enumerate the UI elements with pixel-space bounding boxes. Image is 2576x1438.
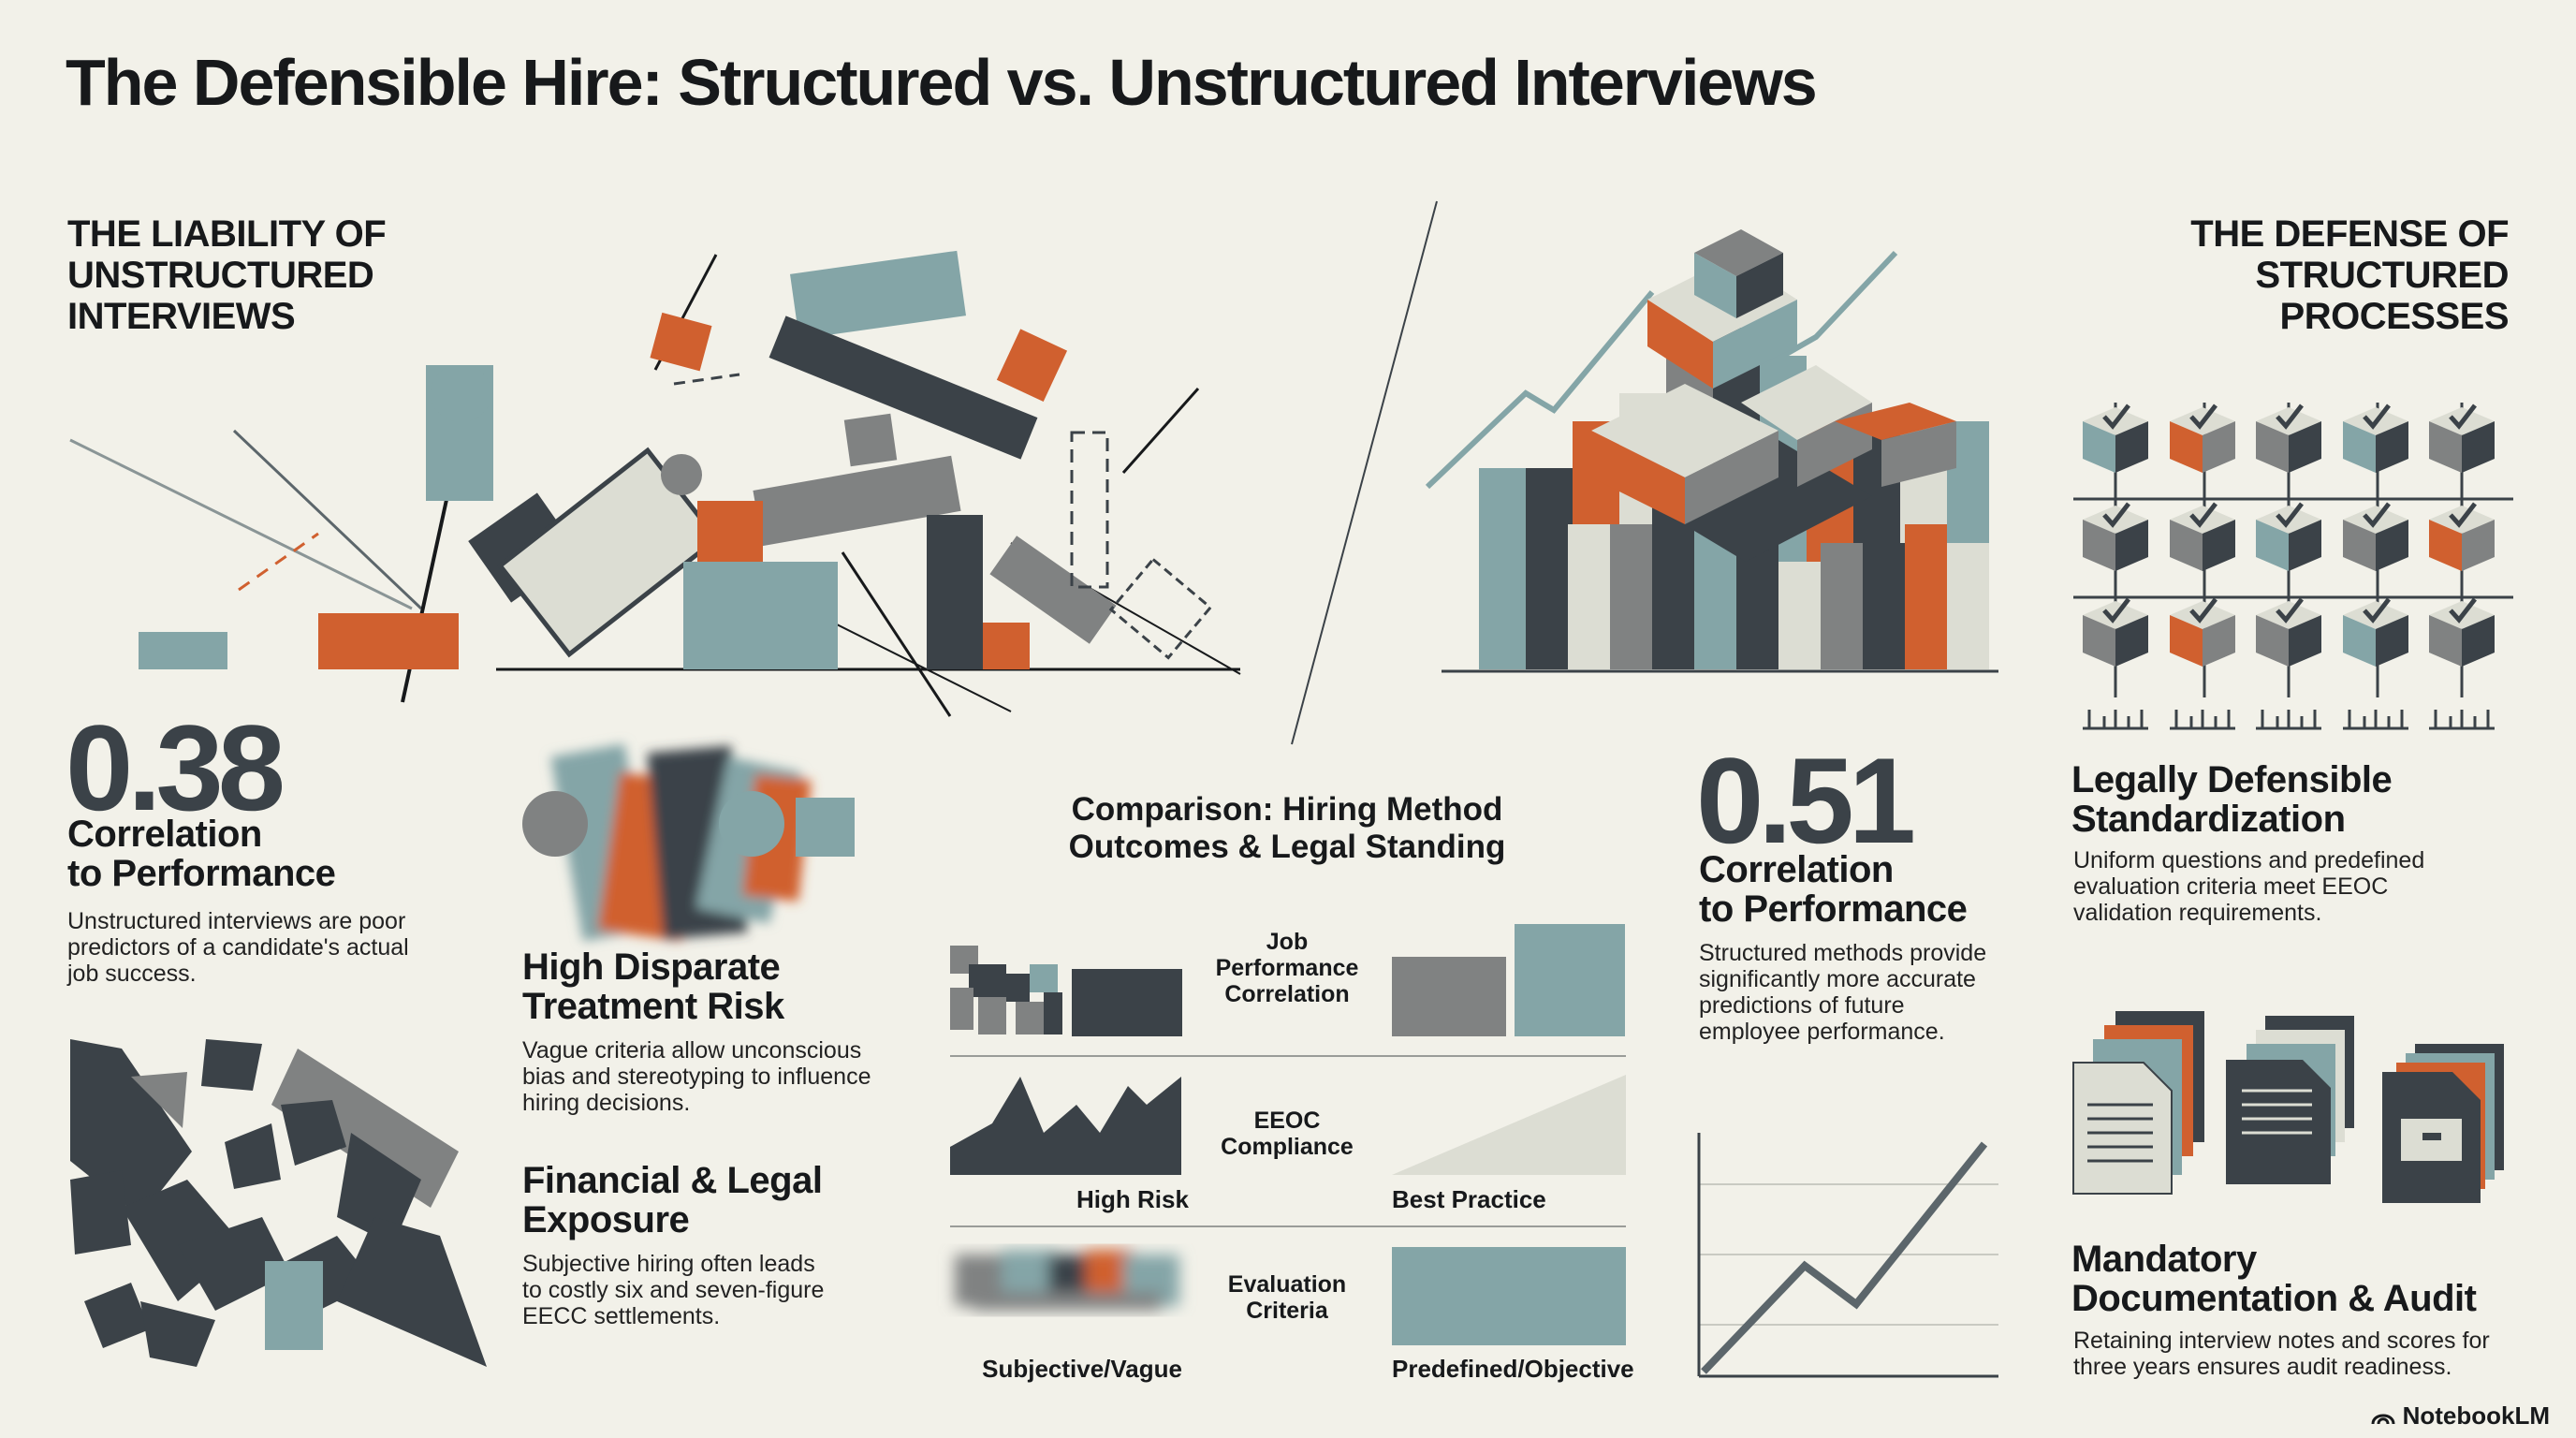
page-title: The Defensible Hire: Structured vs. Unst… [66, 46, 1818, 119]
checked-box-icon [2256, 502, 2321, 571]
checked-box-icon [2429, 597, 2495, 667]
checked-box-icon [2343, 404, 2408, 473]
tally-marks [2170, 710, 2235, 730]
row3-left-caption: Subjective/Vague [982, 1355, 1182, 1383]
risk-financial-exposure-description: Subjective hiring often leads to costly … [522, 1251, 825, 1329]
tally-marks [2429, 710, 2495, 730]
right-stat-description: Structured methods provide significantly… [1699, 940, 1987, 1045]
notebooklm-branding: NotebookLM [2371, 1401, 2550, 1431]
left-stat-description: Unstructured interviews are poor predict… [67, 908, 409, 987]
documentation-audit-description: Retaining interview notes and scores for… [2073, 1328, 2490, 1380]
checked-box-icon [2256, 597, 2321, 667]
right-stat-value: 0.51 [1696, 732, 1916, 869]
notebooklm-logo-text: NotebookLM [2402, 1401, 2550, 1430]
row1-left-bar [1072, 969, 1182, 1036]
checked-box-icon [2170, 404, 2235, 473]
row2-left-risk-shape [950, 1077, 1181, 1175]
row2-right-practice-shape [1392, 1075, 1626, 1175]
risk-disparate-treatment-title: High Disparate Treatment Risk [522, 946, 784, 1027]
row3-right-objective-bar [1392, 1247, 1626, 1345]
notebooklm-logo-icon [2371, 1414, 2395, 1424]
row2-right-caption: Best Practice [1392, 1185, 1546, 1213]
row3-label: Evaluation Criteria [1227, 1271, 1347, 1324]
checked-box-icon [2343, 597, 2408, 667]
checked-box-icon [2256, 404, 2321, 473]
checked-box-icon [2083, 502, 2148, 571]
row3-left-blur-shape [955, 1250, 1179, 1311]
risk-financial-exposure-title: Financial & Legal Exposure [522, 1160, 823, 1240]
row3-right-caption: Predefined/Objective [1392, 1355, 1634, 1383]
row1-left-fragmented-bar [950, 946, 1062, 1034]
checked-box-icon [2429, 502, 2495, 571]
checked-box-icon [2083, 597, 2148, 667]
standardization-description: Uniform questions and predefined evaluat… [2073, 847, 2425, 926]
tally-marks [2343, 710, 2408, 730]
tally-marks [2256, 710, 2321, 730]
checked-box-icon [2429, 404, 2495, 473]
left-stat-label: Correlation to Performance [67, 814, 336, 894]
documentation-audit-title: Mandatory Documentation & Audit [2071, 1239, 2477, 1319]
checked-box-icon [2083, 404, 2148, 473]
checked-box-icon [2170, 502, 2235, 571]
row2-left-caption: High Risk [1076, 1185, 1189, 1213]
left-section-heading: THE LIABILITY OF UNSTRUCTURED INTERVIEWS [67, 213, 387, 337]
right-stat-label: Correlation to Performance [1699, 849, 1968, 930]
tally-marks [2083, 710, 2148, 730]
row1-right-bar-b [1515, 924, 1625, 1036]
comparison-title: Comparison: Hiring Method Outcomes & Leg… [1068, 791, 1506, 865]
checked-box-icon [2170, 597, 2235, 667]
row2-label: EEOC Compliance [1221, 1108, 1354, 1160]
risk-disparate-treatment-description: Vague criteria allow unconscious bias an… [522, 1037, 871, 1116]
row1-label: Job Performance Correlation [1215, 929, 1359, 1007]
left-stat-value: 0.38 [66, 699, 285, 836]
right-section-heading: THE DEFENSE OF STRUCTURED PROCESSES [2190, 213, 2509, 337]
checked-box-icon [2343, 502, 2408, 571]
row1-right-bar-a [1392, 957, 1506, 1036]
standardization-title: Legally Defensible Standardization [2071, 759, 2393, 840]
